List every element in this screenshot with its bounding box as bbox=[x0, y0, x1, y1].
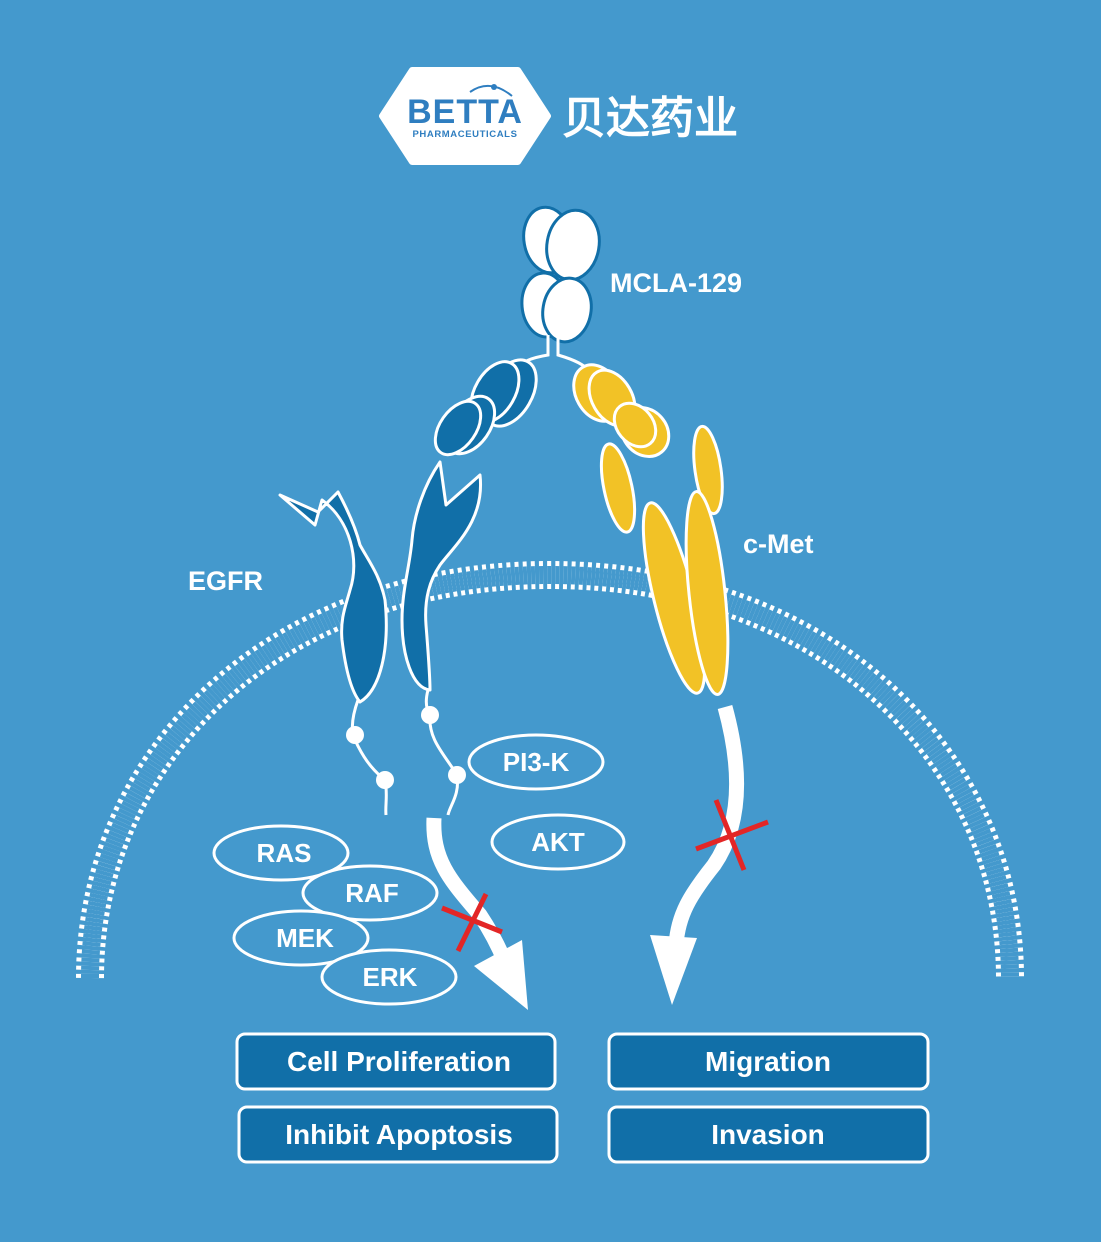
phospho-site-dot bbox=[346, 726, 364, 744]
logo-brand-en: BETTA bbox=[407, 93, 523, 131]
cmet-block-x-icon bbox=[695, 799, 769, 871]
molecule-pi3k: PI3-K bbox=[467, 733, 605, 791]
logo-swoosh-icon bbox=[469, 85, 513, 97]
svg-text:PI3-K: PI3-K bbox=[503, 747, 570, 777]
svg-text:RAF: RAF bbox=[345, 878, 398, 908]
phospho-site-dot bbox=[376, 771, 394, 789]
molecule-akt: AKT bbox=[490, 813, 626, 871]
egfr-tail-left bbox=[346, 699, 394, 816]
egfr-receptor-right bbox=[400, 460, 483, 692]
outcome-cell-proliferation: Cell Proliferation bbox=[235, 1032, 557, 1091]
logo-brand-sub: PHARMACEUTICALS bbox=[412, 129, 517, 140]
c-met-label: c-Met bbox=[743, 529, 814, 559]
cell-membrane-inner bbox=[81, 565, 1019, 979]
molecule-erk: ERK bbox=[320, 948, 458, 1006]
logo-brand-cn: 贝达药业 bbox=[562, 94, 738, 143]
company-logo: BETTA PHARMACEUTICALS 贝达药业 bbox=[379, 67, 738, 165]
svg-text:AKT: AKT bbox=[531, 827, 585, 857]
egfr-label: EGFR bbox=[188, 566, 263, 596]
antibody-label: MCLA-129 bbox=[610, 268, 742, 298]
egfr-block-x-icon bbox=[441, 892, 503, 953]
phospho-site-dot bbox=[448, 766, 466, 784]
outcome-invasion: Invasion bbox=[607, 1105, 930, 1164]
egfr-receptor-left bbox=[278, 490, 388, 704]
svg-text:RAS: RAS bbox=[257, 838, 312, 868]
svg-text:Migration: Migration bbox=[705, 1046, 831, 1077]
cmet-signal-arrow bbox=[650, 705, 745, 1005]
molecule-mek: MEK bbox=[232, 909, 370, 967]
outcome-migration: Migration bbox=[607, 1032, 930, 1091]
svg-text:Cell Proliferation: Cell Proliferation bbox=[287, 1046, 511, 1077]
phospho-site-dot bbox=[421, 706, 439, 724]
egfr-tail-right bbox=[421, 689, 466, 816]
molecule-ras: RAS bbox=[212, 824, 350, 882]
mcla-129-antibody bbox=[433, 205, 671, 458]
svg-text:Invasion: Invasion bbox=[711, 1119, 825, 1150]
outcome-inhibit-apoptosis: Inhibit Apoptosis bbox=[237, 1105, 559, 1164]
svg-text:ERK: ERK bbox=[363, 962, 418, 992]
svg-text:Inhibit Apoptosis: Inhibit Apoptosis bbox=[285, 1119, 513, 1150]
molecule-raf: RAF bbox=[301, 864, 439, 922]
c-met-receptor bbox=[599, 424, 730, 696]
svg-text:MEK: MEK bbox=[276, 923, 334, 953]
